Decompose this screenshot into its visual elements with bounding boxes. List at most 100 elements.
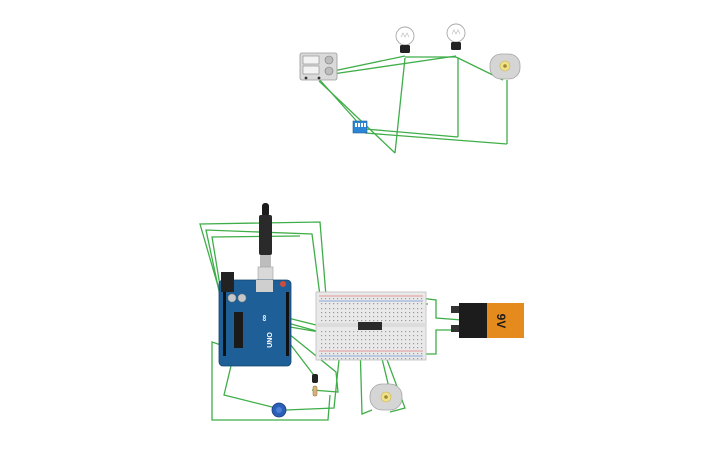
breadboard-hole [417,316,419,318]
breadboard-hole [381,320,383,322]
breadboard-hole [401,331,403,333]
breadboard-hole [325,343,327,345]
dip-switch-icon [352,120,368,134]
bulb-right[interactable] [446,23,466,50]
breadboard-hole [413,320,415,322]
breadboard-hole [361,343,363,345]
breadboard-hole [365,339,367,341]
dip-switch[interactable] [352,120,368,134]
breadboard-hole [401,335,403,337]
power-supply[interactable] [299,52,338,81]
breadboard-hole [381,308,383,310]
potentiometer[interactable] [271,402,287,418]
breadboard-hole [341,358,343,360]
breadboard-hole [421,358,423,360]
breadboard-hole [353,331,355,333]
breadboard-hole [409,320,411,322]
breadboard-hole [329,316,331,318]
breadboard-hole [385,320,387,322]
light-bulb-icon [395,26,415,53]
breadboard-hole [405,339,407,341]
motor-top[interactable] [489,53,521,80]
ic-chip[interactable] [358,322,382,330]
breadboard-hole [397,298,399,300]
usb-cable[interactable] [257,203,274,282]
battery-9v[interactable]: 9V [451,303,524,338]
breadboard-hole [329,335,331,337]
breadboard-hole [341,331,343,333]
breadboard-hole [417,358,419,360]
breadboard-hole [421,312,423,314]
breadboard-hole [329,347,331,349]
breadboard-hole [389,320,391,322]
usb-plug-icon [257,203,274,282]
transistor[interactable] [312,374,318,383]
breadboard-hole [337,335,339,337]
breadboard-hole [361,316,363,318]
breadboard-hole [357,320,359,322]
breadboard-hole [325,308,327,310]
wire [379,340,406,413]
breadboard-hole [361,331,363,333]
breadboard-hole [405,347,407,349]
breadboard-hole [389,347,391,349]
breadboard-hole [333,343,335,345]
wire [419,297,463,321]
breadboard-hole [349,298,351,300]
breadboard-hole [345,343,347,345]
arduino-uno-icon: ∞ UNO [218,272,292,367]
breadboard-hole [373,298,375,300]
resistor[interactable] [312,385,318,397]
breadboard-hole [357,339,359,341]
breadboard-hole [409,347,411,349]
breadboard-hole [349,358,351,360]
breadboard-hole [377,339,379,341]
breadboard-hole [373,347,375,349]
breadboard-hole [345,339,347,341]
breadboard-hole [389,343,391,345]
breadboard-hole [341,312,343,314]
breadboard-hole [341,298,343,300]
breadboard-hole [401,308,403,310]
breadboard-hole [333,353,335,355]
breadboard-hole [385,335,387,337]
breadboard-hole [401,339,403,341]
breadboard-hole [337,339,339,341]
breadboard-hole [409,358,411,360]
bulb-left[interactable] [395,26,415,53]
breadboard-hole [377,347,379,349]
breadboard-hole [405,308,407,310]
breadboard-hole [333,320,335,322]
breadboard-hole [405,312,407,314]
breadboard-hole [357,347,359,349]
breadboard-hole [353,347,355,349]
breadboard-hole [373,353,375,355]
breadboard-hole [373,331,375,333]
breadboard-hole [389,298,391,300]
breadboard-hole [409,298,411,300]
wire [285,349,341,411]
breadboard-hole [361,312,363,314]
breadboard-hole [345,303,347,305]
breadboard-hole [329,331,331,333]
breadboard-hole [353,320,355,322]
motor-bottom[interactable] [369,383,403,411]
breadboard-hole [361,303,363,305]
breadboard-hole [349,339,351,341]
arduino-uno[interactable]: ∞ UNO [218,272,292,367]
breadboard-hole [325,298,327,300]
breadboard-hole [381,347,383,349]
breadboard-hole [393,320,395,322]
breadboard-hole [361,358,363,360]
breadboard-hole [421,353,423,355]
breadboard-hole [373,335,375,337]
breadboard-hole [345,298,347,300]
breadboard-hole [393,347,395,349]
wire [318,55,457,77]
breadboard-hole [365,347,367,349]
breadboard-hole [341,335,343,337]
breadboard-hole [369,347,371,349]
breadboard-hole [413,298,415,300]
breadboard-hole [353,303,355,305]
